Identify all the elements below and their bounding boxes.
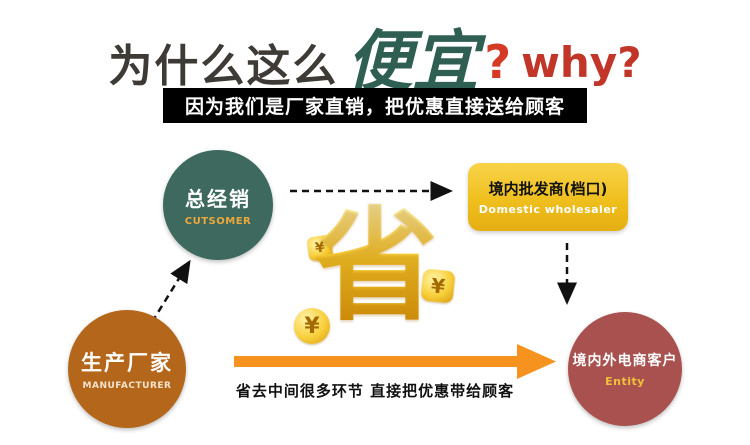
node-customer-label: 境内外电商客户 <box>572 353 678 369</box>
arrow-caption: 省去中间很多环节 直接把优惠带给顾客 <box>235 382 515 400</box>
save-money-graphic: ¥ ¥ ¥ 省 <box>294 204 456 358</box>
node-wholesaler: 境内批发商(档口) Domestic wholesaler <box>468 163 628 231</box>
node-distributor-sublabel: CUTSOMER <box>184 216 252 227</box>
node-manufacturer: 生产厂家 MANUFACTURER <box>68 310 186 428</box>
node-wholesaler-label: 境内批发商(档口) <box>488 180 608 198</box>
node-distributor-label: 总经销 <box>185 187 251 211</box>
title-highlight: 便宜 <box>346 22 479 100</box>
subtitle-banner: 因为我们是厂家直销，把优惠直接送给顾客 <box>162 88 588 123</box>
node-distributor: 总经销 CUTSOMER <box>163 150 273 260</box>
title-why: why? <box>521 37 642 87</box>
page-title: 为什么这么便宜?why? <box>0 14 750 110</box>
node-customer: 境内外电商客户 Entity <box>568 312 682 426</box>
arrow-manufacturer-to-distributor <box>150 259 191 323</box>
node-manufacturer-sublabel: MANUFACTURER <box>82 381 172 391</box>
title-prefix: 为什么这么 <box>108 41 339 92</box>
save-character: 省 <box>314 193 439 338</box>
yen-coin-icon: ¥ <box>294 308 330 344</box>
title-question-mark: ? <box>484 35 512 89</box>
node-manufacturer-label: 生产厂家 <box>81 351 173 375</box>
node-wholesaler-sublabel: Domestic wholesaler <box>478 203 618 216</box>
node-customer-sublabel: Entity <box>605 375 645 388</box>
